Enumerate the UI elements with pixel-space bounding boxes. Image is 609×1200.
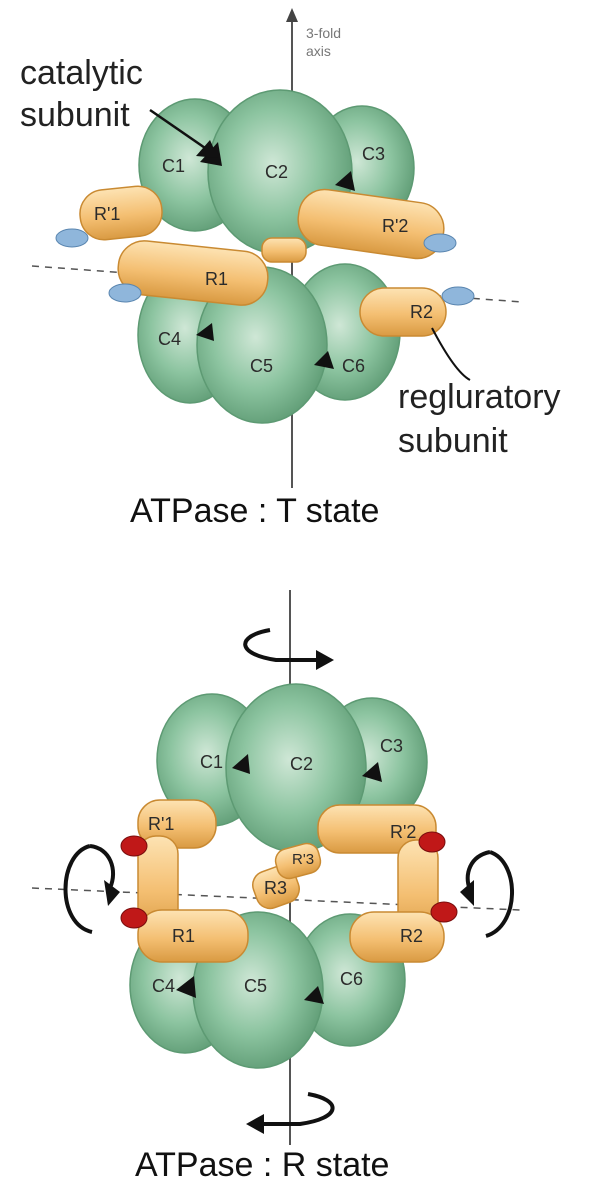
label-r1: R1 xyxy=(205,269,228,289)
effector-red-2 xyxy=(120,907,148,929)
effector-red-1 xyxy=(120,835,148,857)
label-r1-prime: R'1 xyxy=(94,204,120,224)
label-r2: R2 xyxy=(410,302,433,322)
axis-label-line2: axis xyxy=(306,43,331,59)
label-c4: C4 xyxy=(158,329,181,349)
regulatory-leader-line xyxy=(431,327,471,381)
r-label-c4: C4 xyxy=(152,976,175,996)
regulatory-subunits-r: R'1 R1 R'2 R2 R3 R'3 xyxy=(137,799,445,963)
label-c3: C3 xyxy=(362,144,385,164)
rotation-arrow-bottom-head-icon xyxy=(246,1114,264,1134)
effector-red-4 xyxy=(430,901,458,923)
label-c5: C5 xyxy=(250,356,273,376)
rotation-loop-right-icon xyxy=(485,850,514,938)
rotation-arrow-bottom-icon xyxy=(262,1092,335,1126)
catalytic-leader-arrowhead-icon xyxy=(196,140,218,158)
r-active-site-marker-c6 xyxy=(304,986,324,1004)
label-r2-prime: R'2 xyxy=(382,216,408,236)
regulatory-subunit-r1 xyxy=(117,240,269,306)
r-label-c2: C2 xyxy=(290,754,313,774)
effector-blue-2 xyxy=(108,283,142,303)
r-label-r1: R1 xyxy=(172,926,195,946)
regulatory-label-line1: regluratory xyxy=(398,378,561,416)
r-label-r1-prime: R'1 xyxy=(148,814,174,834)
r-regulatory-subunit-r2-prime xyxy=(317,804,437,854)
r-label-r2-prime: R'2 xyxy=(390,822,416,842)
rotation-loop-right-back xyxy=(465,850,491,891)
label-c6: C6 xyxy=(342,356,365,376)
r-regulatory-subunit-r3-prime xyxy=(274,842,322,880)
t-state-caption: ATPase : T state xyxy=(130,492,379,530)
regulatory-subunit-r2-prime xyxy=(297,188,445,260)
catalytic-label-line1: catalytic xyxy=(20,54,143,92)
regulatory-subunit-r1-prime xyxy=(79,185,163,241)
catalytic-label-line2: subunit xyxy=(20,96,130,134)
effectors-r xyxy=(120,831,458,929)
rotation-loop-left-head-icon xyxy=(104,880,120,906)
r-label-r3-prime: R'3 xyxy=(292,851,314,868)
axis-label-line1: 3-fold xyxy=(306,25,341,41)
effector-blue-4 xyxy=(441,286,475,306)
rotation-loop-left-icon xyxy=(63,844,93,934)
t-state-panel: 3-fold axis C4 C5 C6 C1 C2 C3 xyxy=(20,8,561,530)
regulatory-subunits-t: R'1 R1 R'2 R2 xyxy=(79,185,447,337)
label-c2: C2 xyxy=(265,162,288,182)
r-state-caption: ATPase : R state xyxy=(135,1146,389,1184)
axis-arrowhead-icon xyxy=(286,8,298,22)
regulatory-link-center xyxy=(261,237,307,263)
r-label-r2: R2 xyxy=(400,926,423,946)
rotation-arrow-top-icon xyxy=(243,628,318,662)
effector-blue-3 xyxy=(423,233,457,253)
r-active-site-marker-c1 xyxy=(232,754,250,774)
r-active-site-marker-c4 xyxy=(176,976,196,998)
active-site-marker-c3 xyxy=(335,171,355,191)
effector-blue-1 xyxy=(55,228,89,248)
r-regulatory-subunit-r2 xyxy=(349,911,445,963)
label-c1: C1 xyxy=(162,156,185,176)
r-label-c6: C6 xyxy=(340,969,363,989)
regulatory-label-line2: subunit xyxy=(398,422,508,460)
effector-red-3 xyxy=(418,831,446,853)
catalytic-leader-arrow xyxy=(149,108,209,152)
active-site-marker-c4 xyxy=(196,323,214,341)
r-label-c5: C5 xyxy=(244,976,267,996)
regulatory-subunit-r2 xyxy=(359,287,447,337)
rotation-arrow-top-head-icon xyxy=(316,650,334,670)
r-label-r3: R3 xyxy=(264,878,287,898)
r-state-panel: C4 C5 C6 C1 C2 C3 R'1 xyxy=(31,590,521,1184)
effectors-t xyxy=(55,228,475,306)
r-label-c1: C1 xyxy=(200,752,223,772)
r-regulatory-subunit-r1 xyxy=(137,909,249,963)
r-label-c3: C3 xyxy=(380,736,403,756)
rotation-loop-left-back xyxy=(89,844,116,889)
active-site-marker-c6 xyxy=(314,351,334,369)
r-active-site-marker-c3 xyxy=(362,762,382,782)
